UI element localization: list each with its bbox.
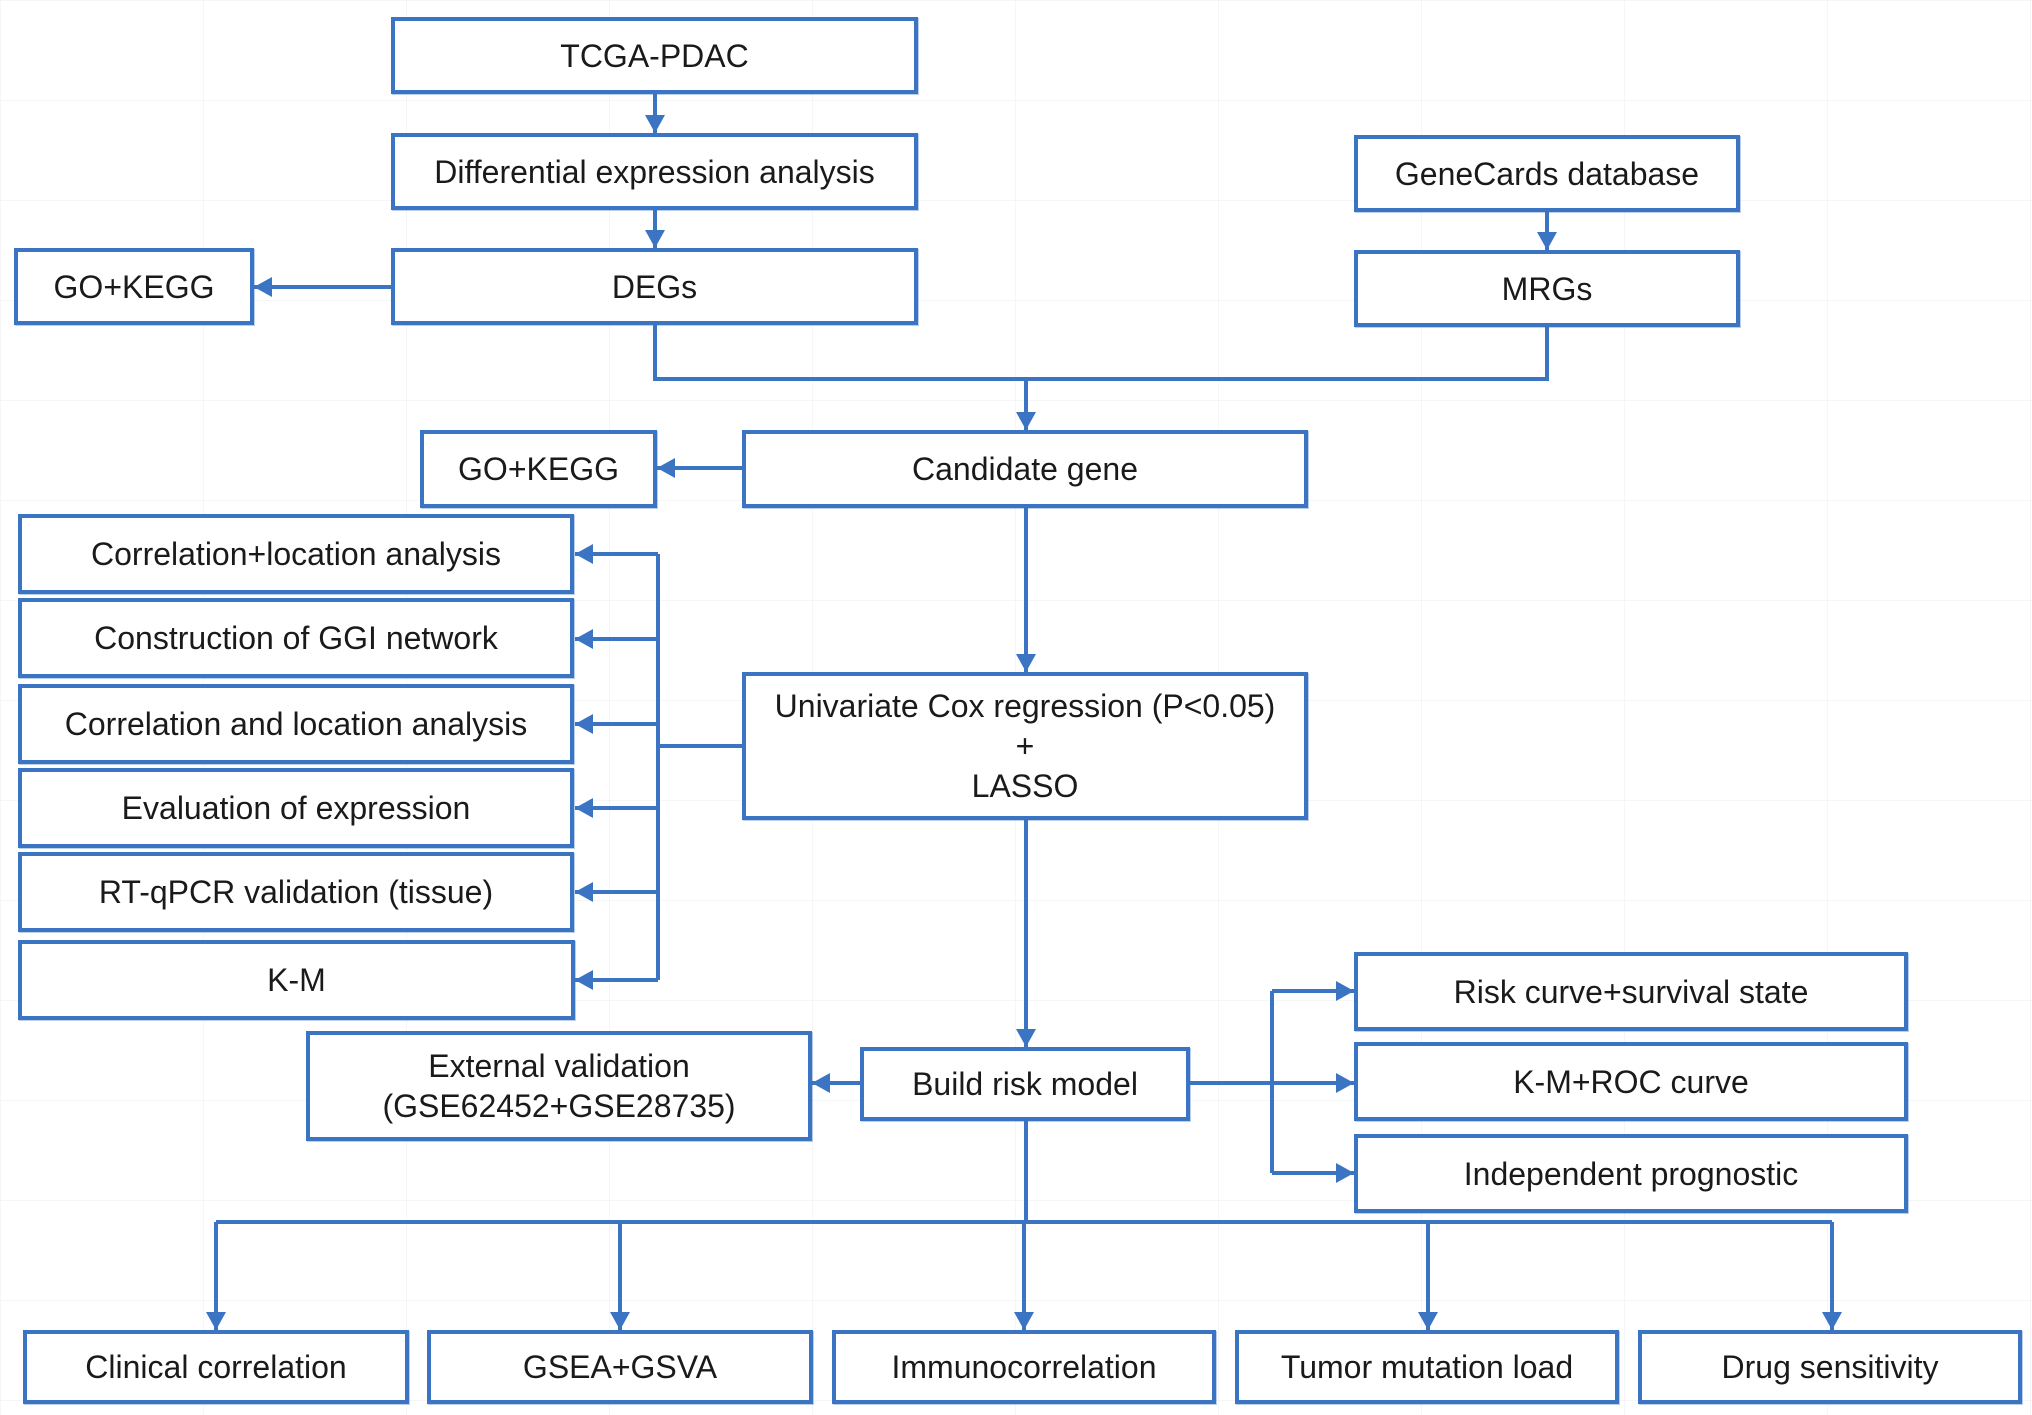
node-left-list-0: Correlation+location analysis bbox=[18, 514, 574, 594]
node-bottom-list-4: Drug sensitivity bbox=[1638, 1330, 2022, 1404]
node-label: K-M+ROC curve bbox=[1513, 1063, 1749, 1100]
node-label: Clinical correlation bbox=[85, 1349, 347, 1385]
arrowhead-icon bbox=[575, 544, 593, 564]
node-left-list-3: Evaluation of expression bbox=[18, 768, 574, 848]
node-label-line2: + bbox=[1015, 728, 1035, 764]
node-label: GO+KEGG bbox=[53, 268, 215, 305]
node-label: GeneCards database bbox=[1394, 155, 1700, 192]
node-label: Immunocorrelation bbox=[891, 1349, 1157, 1385]
node-label: Tumor mutation load bbox=[1280, 1349, 1574, 1385]
arrowhead-icon bbox=[206, 1312, 226, 1330]
node-label: Construction of GGI network bbox=[94, 620, 498, 656]
node-build-risk-model: Build risk model bbox=[860, 1047, 1190, 1121]
node-go-kegg-2: GO+KEGG bbox=[420, 430, 657, 508]
node-label: RT-qPCR validation (tissue) bbox=[98, 874, 494, 910]
node-external-validation: External validation (GSE62452+GSE28735) bbox=[306, 1031, 812, 1141]
node-label: DEGs bbox=[611, 268, 698, 305]
node-label: Evaluation of expression bbox=[121, 790, 471, 826]
arrowhead-icon bbox=[575, 882, 593, 902]
node-mrgs: MRGs bbox=[1354, 250, 1740, 327]
arrowhead-icon bbox=[610, 1312, 630, 1330]
arrowhead-icon bbox=[254, 277, 272, 297]
node-label: GSEA+GSVA bbox=[522, 1349, 718, 1385]
node-label-line1: External validation bbox=[428, 1048, 690, 1084]
arrowhead-icon bbox=[575, 714, 593, 734]
arrowhead-icon bbox=[575, 970, 593, 990]
arrowhead-icon bbox=[1418, 1312, 1438, 1330]
arrowhead-icon bbox=[1336, 1163, 1354, 1183]
node-left-list-4: RT-qPCR validation (tissue) bbox=[18, 852, 574, 932]
node-left-list-5: K-M bbox=[18, 940, 575, 1020]
arrowhead-icon bbox=[575, 629, 593, 649]
node-label: MRGs bbox=[1501, 270, 1593, 307]
node-bottom-list-1: GSEA+GSVA bbox=[427, 1330, 813, 1404]
arrowhead-icon bbox=[1336, 981, 1354, 1001]
arrowhead-icon bbox=[1016, 412, 1036, 430]
node-left-list-2: Correlation and location analysis bbox=[18, 684, 574, 764]
node-label: Differential expression analysis bbox=[434, 153, 875, 190]
node-right-list-0: Risk curve+survival state bbox=[1354, 952, 1908, 1031]
node-candidate-gene: Candidate gene bbox=[742, 430, 1308, 508]
arrowhead-icon bbox=[657, 458, 675, 478]
connector-line bbox=[653, 325, 1549, 381]
node-label: Candidate gene bbox=[912, 451, 1138, 487]
node-label: Build risk model bbox=[912, 1066, 1138, 1102]
node-bottom-list-3: Tumor mutation load bbox=[1235, 1330, 1619, 1404]
node-bottom-list-2: Immunocorrelation bbox=[832, 1330, 1216, 1404]
node-label-line3: LASSO bbox=[971, 768, 1079, 804]
arrowhead-icon bbox=[1016, 654, 1036, 672]
node-left-list-1: Construction of GGI network bbox=[18, 598, 574, 678]
node-cox-lasso: Univariate Cox regression (P<0.05) + LAS… bbox=[742, 672, 1308, 820]
node-label: TCGA-PDAC bbox=[560, 37, 749, 74]
node-right-list-2: Independent prognostic bbox=[1354, 1134, 1908, 1213]
node-differential-expression: Differential expression analysis bbox=[391, 133, 918, 210]
node-bottom-list-0: Clinical correlation bbox=[23, 1330, 409, 1404]
node-label: K-M bbox=[267, 962, 326, 998]
node-label: Correlation and location analysis bbox=[64, 706, 528, 742]
arrowhead-icon bbox=[1016, 1029, 1036, 1047]
arrowhead-icon bbox=[1336, 1073, 1354, 1093]
node-label-line2: (GSE62452+GSE28735) bbox=[382, 1088, 736, 1124]
node-label: Risk curve+survival state bbox=[1453, 973, 1809, 1010]
arrowhead-icon bbox=[645, 115, 665, 133]
node-genecards: GeneCards database bbox=[1354, 135, 1740, 212]
arrowhead-icon bbox=[812, 1073, 830, 1093]
arrowhead-icon bbox=[575, 798, 593, 818]
node-label: Independent prognostic bbox=[1463, 1155, 1799, 1192]
node-label: Correlation+location analysis bbox=[91, 536, 501, 572]
arrowhead-icon bbox=[1537, 232, 1557, 250]
node-label: Drug sensitivity bbox=[1721, 1349, 1939, 1385]
arrowhead-icon bbox=[1014, 1312, 1034, 1330]
node-tcga-pdac: TCGA-PDAC bbox=[391, 17, 918, 94]
arrowhead-icon bbox=[645, 230, 665, 248]
node-degs: DEGs bbox=[391, 248, 918, 325]
node-go-kegg-1: GO+KEGG bbox=[14, 248, 254, 325]
arrowhead-icon bbox=[1822, 1312, 1842, 1330]
node-right-list-1: K-M+ROC curve bbox=[1354, 1042, 1908, 1121]
node-label-line1: Univariate Cox regression (P<0.05) bbox=[774, 688, 1276, 724]
node-label: GO+KEGG bbox=[458, 451, 619, 487]
